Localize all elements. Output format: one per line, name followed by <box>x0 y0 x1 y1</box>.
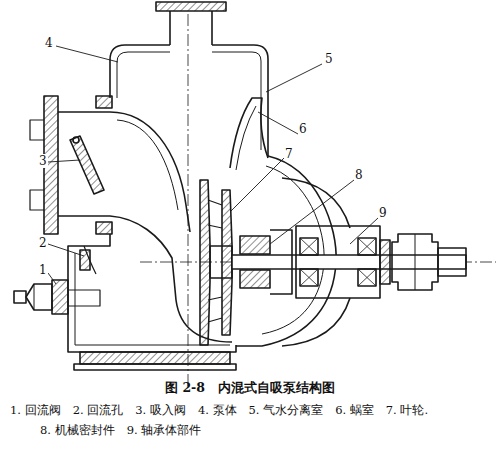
leader-lines <box>48 46 378 284</box>
callout-number: 2 <box>38 236 48 250</box>
seal-housing <box>270 230 292 294</box>
callout-number: 6 <box>298 122 308 136</box>
return-valve-nut <box>26 284 52 310</box>
volute-throat <box>230 98 268 168</box>
callout-number: 3 <box>38 154 48 168</box>
bearing-cross <box>300 238 376 286</box>
volute-throat <box>236 106 256 170</box>
pump-body <box>110 45 268 156</box>
impeller-shroud <box>200 180 210 345</box>
base-foot <box>74 364 236 370</box>
shaft-end <box>438 248 466 276</box>
outlet-pipe <box>169 11 171 45</box>
callout-number: 7 <box>284 147 294 161</box>
callout-number: 5 <box>324 52 334 66</box>
bearing-body <box>296 226 380 298</box>
mechanical-seal <box>240 270 270 288</box>
callout-number: 4 <box>44 36 54 50</box>
coupling <box>392 234 438 290</box>
suction-channel <box>117 120 178 210</box>
inlet-bolt <box>96 96 112 108</box>
shaft <box>232 255 466 269</box>
suction-channel <box>110 112 190 232</box>
outlet-flange <box>156 2 226 11</box>
volute-casing-inner <box>262 166 324 334</box>
callout-number: 1 <box>38 263 48 277</box>
pump-body-inner <box>117 52 261 150</box>
base-foot <box>80 352 230 364</box>
callout-number: 9 <box>378 206 388 220</box>
coupling <box>415 234 416 290</box>
center-line <box>188 14 189 386</box>
lower-channel <box>110 216 232 342</box>
return-valve-stem <box>14 291 26 303</box>
figure-caption: 图 2-8 内混式自吸泵结构图 <box>165 380 335 395</box>
mechanical-seal <box>240 236 270 254</box>
return-hole <box>80 250 90 270</box>
inlet-bolt <box>96 222 112 234</box>
callout-number: 8 <box>354 168 364 182</box>
valve-pin <box>73 137 79 143</box>
bearing-bracket <box>282 178 350 346</box>
lower-chamber <box>68 234 236 352</box>
suction-valve <box>70 136 104 194</box>
impeller-hub <box>210 246 232 278</box>
return-valve <box>52 280 68 314</box>
bearing-cap <box>380 240 390 284</box>
inlet-pipe <box>58 111 110 113</box>
return-valve-nut <box>34 284 35 310</box>
parts-list-line: 1. 回流阀 2. 回流孔 3. 吸入阀 4. 泵体 5. 气水分离室 6. 蜗… <box>10 404 428 418</box>
inlet-pipe <box>58 215 110 217</box>
return-valve-disc <box>68 290 100 306</box>
parts-list-line: 8. 机械密封件 9. 轴承体部件 <box>40 424 201 438</box>
outlet-pipe <box>211 11 213 45</box>
volute-casing <box>236 156 336 346</box>
